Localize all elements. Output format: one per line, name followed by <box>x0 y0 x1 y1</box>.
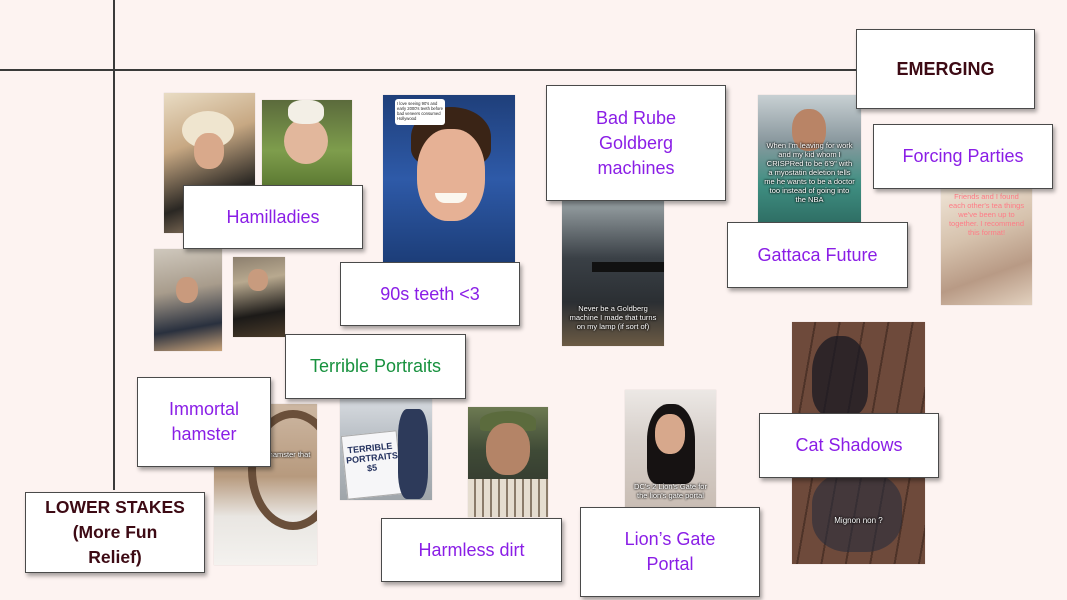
cat-shadow-top <box>812 336 868 416</box>
teeth-caption: I love seeing 90's and early 2000's teet… <box>397 101 443 121</box>
photo-grid <box>468 479 548 517</box>
face-shape <box>248 269 268 291</box>
wig-shape <box>288 100 324 124</box>
hamster-caption: hamster that <box>268 450 311 459</box>
wheel-shape <box>248 410 317 530</box>
topic-gattaca-future[interactable]: Gattaca Future <box>727 222 908 288</box>
face-shape <box>417 129 485 221</box>
thumb-hamilladies-4 <box>233 257 285 337</box>
rube-caption: Never be a Goldberg machine I made that … <box>569 304 657 331</box>
vertical-axis-line <box>113 0 115 490</box>
gattaca-caption: When I'm leaving for work and my kid who… <box>764 141 855 204</box>
thumb-lions-gate: DC's 2 Lion's Gate for the lion's gate p… <box>625 390 716 508</box>
lions-caption: DC's 2 Lion's Gate for the lion's gate p… <box>634 482 707 500</box>
horizontal-axis-line <box>0 69 860 71</box>
topic-forcing-parties[interactable]: Forcing Parties <box>873 124 1053 189</box>
topic-cat-shadows[interactable]: Cat Shadows <box>759 413 939 478</box>
face-shape <box>655 414 685 454</box>
topic-terrible-portraits[interactable]: Terrible Portraits <box>285 334 466 399</box>
topic-lions-gate-portal[interactable]: Lion’s Gate Portal <box>580 507 760 597</box>
face-shape <box>792 109 826 151</box>
caption-card: I love seeing 90's and early 2000's teet… <box>395 99 445 125</box>
thumb-hamilladies-3 <box>154 249 222 351</box>
face-shape <box>284 118 328 164</box>
table-shape <box>592 262 664 272</box>
topic-rube-goldberg[interactable]: Bad Rube Goldberg machines <box>546 85 726 201</box>
cat-caption: Mignon non ? <box>834 516 883 525</box>
thumb-rube-goldberg: Never be a Goldberg machine I made that … <box>562 200 664 346</box>
cat-shadow-bottom <box>812 472 902 552</box>
thumb-harmless-dirt <box>468 407 548 517</box>
thumb-terrible-portraits: TERRIBLE PORTRAITS $5 <box>340 399 432 500</box>
face-shape <box>194 133 224 169</box>
face-shape <box>486 423 530 475</box>
topic-immortal-hamster[interactable]: Immortal hamster <box>137 377 271 467</box>
face-shape <box>176 277 198 303</box>
forcing-caption: Friends and I found each other's tea thi… <box>948 192 1025 237</box>
topic-harmless-dirt[interactable]: Harmless dirt <box>381 518 562 582</box>
thumb-90s-teeth: I love seeing 90's and early 2000's teet… <box>383 95 515 263</box>
thumb-gattaca: When I'm leaving for work and my kid who… <box>758 95 861 222</box>
person-shape <box>398 409 428 499</box>
lower-stakes-label: LOWER STAKES (More Fun Relief) <box>25 492 205 573</box>
topic-90s-teeth[interactable]: 90s teeth <3 <box>340 262 520 326</box>
thumb-forcing-parties: Friends and I found each other's tea thi… <box>941 188 1032 305</box>
emerging-label: EMERGING <box>856 29 1035 109</box>
thumb-hamilladies-2 <box>262 100 352 185</box>
topic-hamilladies[interactable]: Hamilladies <box>183 185 363 249</box>
portrait-sign-text: TERRIBLE PORTRAITS $5 <box>345 440 399 474</box>
smile-shape <box>435 193 467 203</box>
